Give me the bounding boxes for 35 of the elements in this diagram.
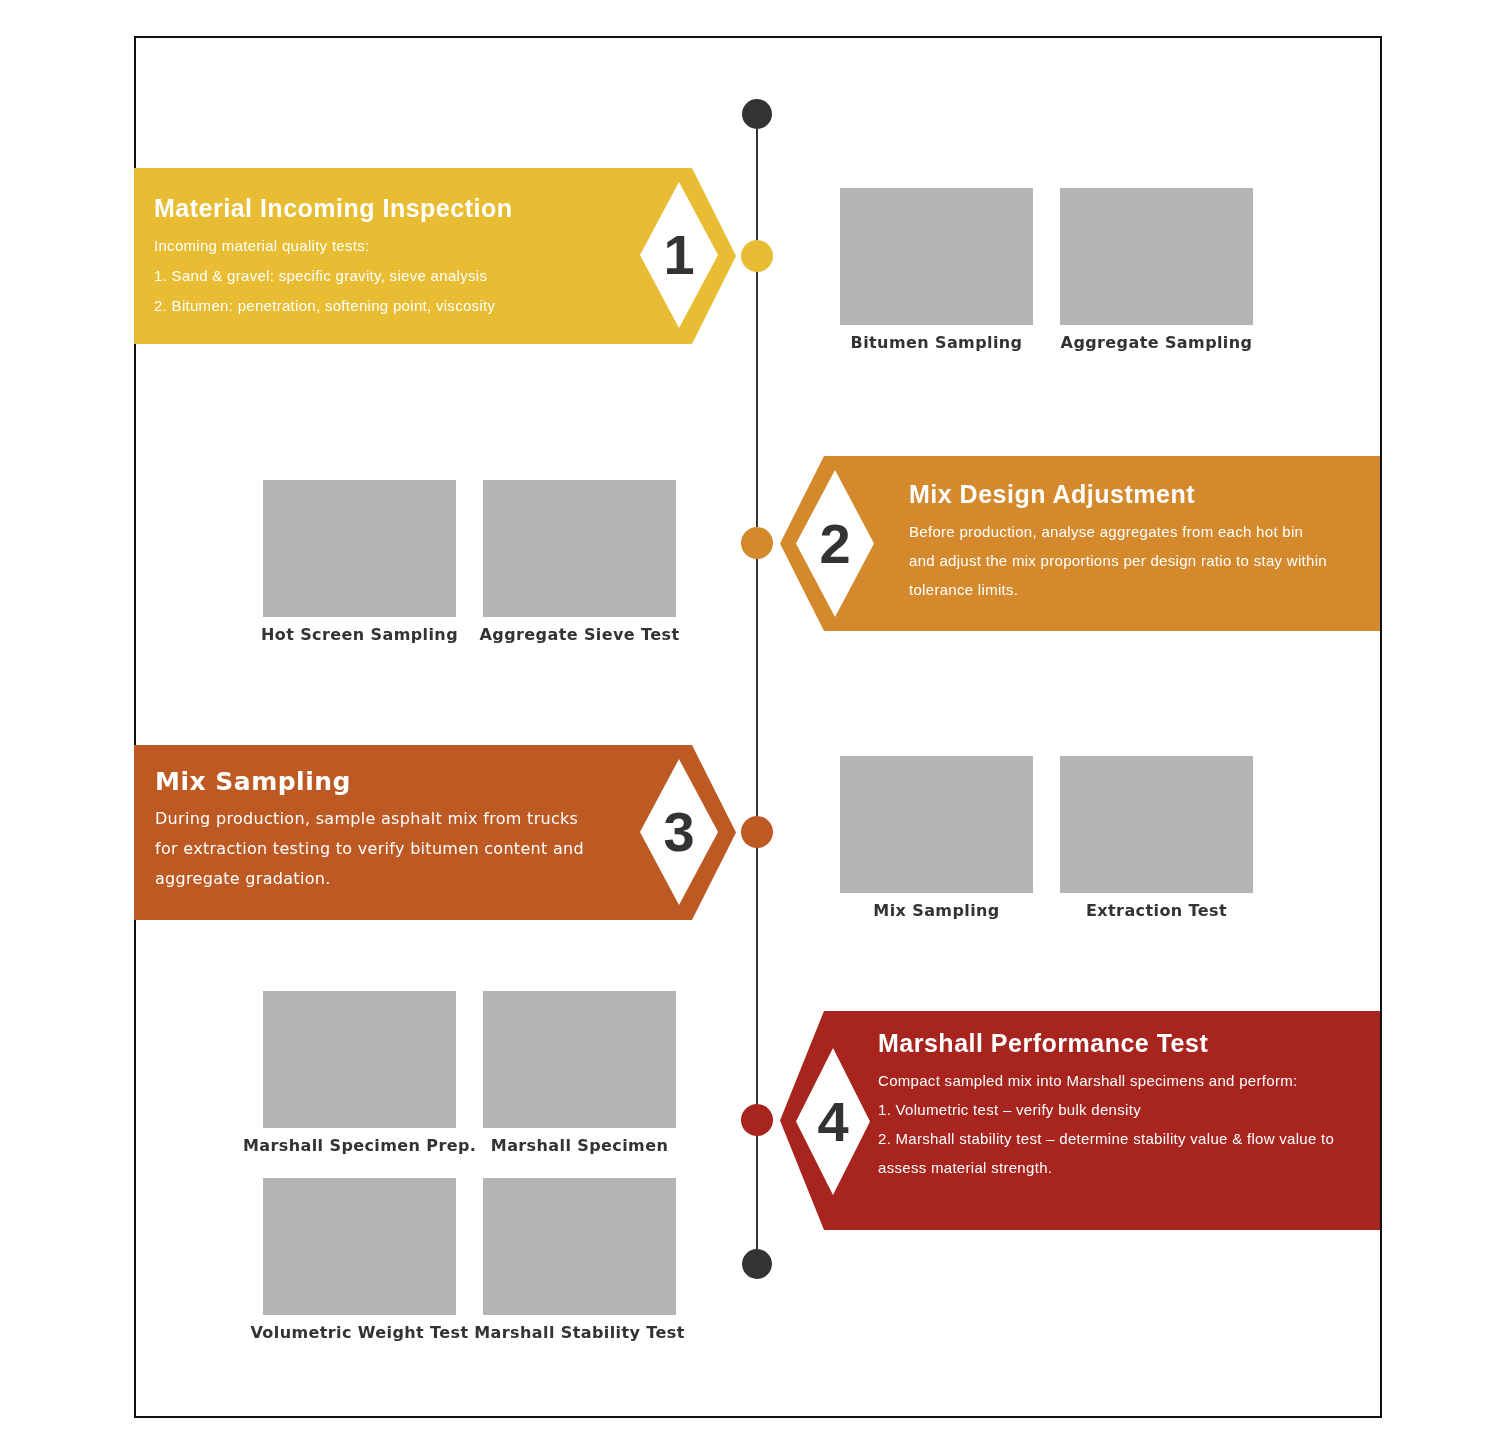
photo-caption: Extraction Test — [1085, 901, 1228, 920]
timeline-line — [756, 1135, 758, 1250]
step-description: 2. Bitumen: penetration, softening point, viscosity — [154, 296, 497, 316]
timeline-line — [756, 128, 758, 241]
step-number: 2 — [818, 511, 852, 576]
step-description: 1. Sand & gravel: specific gravity, sieve analysis — [154, 266, 489, 286]
timeline-dot — [741, 1104, 773, 1136]
photo-caption: Aggregate Sampling — [1059, 333, 1254, 352]
photo-caption: Mix Sampling — [872, 901, 1001, 920]
timeline-dot — [742, 1249, 772, 1279]
timeline-line — [756, 271, 758, 528]
photo-caption: Aggregate Sieve Test — [478, 625, 681, 644]
step-description: Incoming material quality tests: — [154, 236, 371, 256]
photo-caption: Volumetric Weight Test — [249, 1323, 470, 1342]
step-description: During production, sample asphalt mix from trucks for extraction testing to verify bitumen content and aggregate gradation. — [155, 808, 585, 890]
timeline-dot — [741, 816, 773, 848]
timeline-dot — [741, 527, 773, 559]
timeline-dot — [741, 240, 773, 272]
photo-caption: Marshall Specimen Prep. — [243, 1136, 476, 1155]
step-description: Before production, analyse aggregates from each hot bin and adjust the mix proportions per design ratio to stay within tolerance limits. — [909, 522, 1328, 600]
timeline-line — [756, 558, 758, 817]
step-title: Mix Sampling — [155, 767, 352, 796]
photo-caption: Hot Screen Sampling — [260, 625, 459, 644]
timeline-dot — [742, 99, 772, 129]
step-number: 1 — [662, 223, 696, 287]
timeline-line — [756, 847, 758, 1105]
step-title: Marshall Performance Test — [878, 1029, 1210, 1058]
step-description: 1. Volumetric test – verify bulk density — [878, 1100, 1142, 1120]
step-number: 4 — [816, 1089, 850, 1154]
step-title: Material Incoming Inspection — [154, 194, 514, 223]
step-description: 2. Marshall stability test – determine stability value & flow value to assess material strength. — [878, 1129, 1336, 1178]
step-description: Compact sampled mix into Marshall specimens and perform: — [878, 1071, 1299, 1091]
step-number: 3 — [662, 800, 696, 864]
step-title: Mix Design Adjustment — [909, 480, 1196, 509]
photo-caption: Bitumen Sampling — [849, 333, 1024, 352]
